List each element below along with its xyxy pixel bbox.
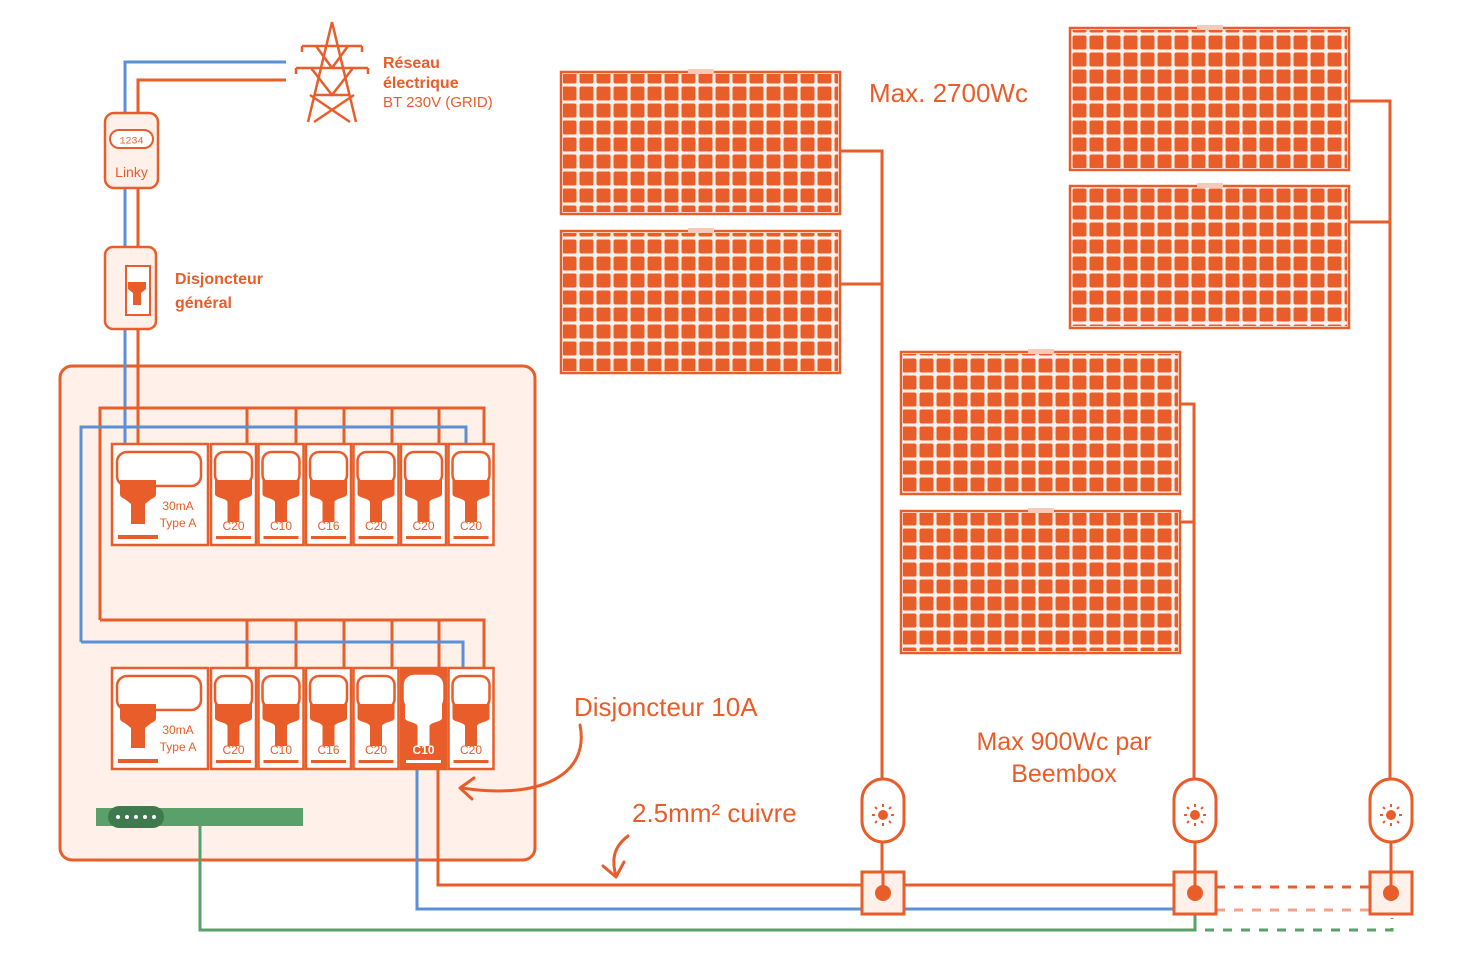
per-box-label-line2: Beembox bbox=[1011, 760, 1117, 788]
breaker-module: C10 bbox=[257, 666, 305, 771]
grid-label-line3: BT 230V (GRID) bbox=[383, 94, 493, 111]
breaker-rating: C20 bbox=[412, 519, 434, 533]
panel-cable-group-3 bbox=[1349, 99, 1392, 780]
breaker-rating: C20 bbox=[222, 743, 244, 757]
breaker-rating: C20 bbox=[460, 519, 482, 533]
differential-type: Type A bbox=[160, 516, 197, 530]
solar-panel bbox=[1068, 183, 1351, 330]
breaker-module: C20 bbox=[209, 442, 258, 547]
grid-label-line1: Réseau bbox=[383, 55, 440, 72]
main-breaker bbox=[103, 245, 158, 331]
sun-icon bbox=[872, 804, 894, 826]
breaker-module: C10 bbox=[257, 442, 305, 547]
breaker-module: C20 bbox=[447, 442, 495, 547]
ac-cable-earth-extension bbox=[1205, 918, 1394, 932]
earth-terminal-screws bbox=[116, 815, 156, 819]
ac-cable-phase bbox=[436, 770, 1180, 887]
grid-wire-blue bbox=[123, 60, 286, 118]
sun-icon bbox=[1184, 804, 1206, 826]
breaker-module: C20 bbox=[352, 442, 400, 547]
breaker-row-2: 30mA Type A bbox=[110, 666, 210, 771]
breaker-module-highlighted: C10 bbox=[399, 666, 448, 771]
breaker-module: C16 bbox=[304, 442, 353, 547]
differential-rating: 30mA bbox=[162, 499, 193, 513]
beembox bbox=[1172, 777, 1218, 916]
solar-panel bbox=[899, 349, 1182, 496]
per-box-label-line1: Max 900Wc par bbox=[976, 728, 1151, 756]
breaker-rating: C10 bbox=[270, 519, 292, 533]
cable-note-arrowhead bbox=[601, 860, 626, 879]
grid-wire-orange bbox=[136, 78, 286, 118]
breaker-rating: C20 bbox=[365, 519, 387, 533]
linky-meter: 1234 Linky bbox=[103, 111, 160, 190]
breaker-module: C20 bbox=[399, 442, 448, 547]
solar-panel bbox=[1068, 25, 1351, 172]
row2-bus-blue bbox=[81, 640, 465, 668]
breaker-note: Disjoncteur 10A bbox=[574, 692, 758, 722]
meter-display: 1234 bbox=[119, 137, 143, 148]
breaker-rating: C10 bbox=[412, 743, 434, 757]
beembox bbox=[860, 777, 906, 916]
breaker-rating: C20 bbox=[222, 519, 244, 533]
ac-cable-earth bbox=[198, 826, 1197, 932]
ac-cable-neutral bbox=[415, 770, 1180, 911]
row2-breakers: C20 C10 C16 C20 C10 C20 bbox=[209, 666, 495, 771]
breaker-module: C16 bbox=[304, 666, 353, 771]
breaker-rating: C16 bbox=[317, 743, 339, 757]
row2-bus-orange bbox=[100, 618, 486, 668]
sun-icon bbox=[1380, 804, 1402, 826]
breaker-row-1: 30mA Type A bbox=[110, 442, 210, 547]
breaker-rating: C20 bbox=[460, 743, 482, 757]
differential-type: Type A bbox=[160, 740, 197, 754]
main-breaker-label-line1: Disjoncteur bbox=[175, 271, 263, 288]
panel-cable-group-1 bbox=[840, 149, 884, 780]
grid-label-line2: électrique bbox=[383, 75, 459, 92]
breaker-rating: C10 bbox=[270, 743, 292, 757]
breaker-rating: C16 bbox=[317, 519, 339, 533]
main-breaker-label-line2: général bbox=[175, 295, 232, 312]
breaker-module: C20 bbox=[209, 666, 258, 771]
breaker-module: C20 bbox=[447, 666, 495, 771]
differential-rating: 30mA bbox=[162, 723, 193, 737]
breaker-rating: C20 bbox=[365, 743, 387, 757]
row1-breakers: C20 C10 C16 C20 C20 C20 bbox=[209, 442, 495, 547]
breaker-note-arrow bbox=[460, 723, 583, 793]
panel-power-label: Max. 2700Wc bbox=[869, 78, 1028, 108]
panel-cable-group-2 bbox=[1180, 402, 1196, 780]
pylon-icon bbox=[294, 21, 370, 124]
cable-note: 2.5mm² cuivre bbox=[632, 798, 797, 828]
solar-panel bbox=[559, 69, 842, 216]
meter-label: Linky bbox=[115, 164, 148, 180]
breaker-note-arrowhead bbox=[458, 776, 476, 801]
cable-note-arrow bbox=[612, 834, 630, 878]
beembox bbox=[1368, 777, 1414, 916]
breaker-module: C20 bbox=[352, 666, 400, 771]
solar-panel bbox=[559, 228, 842, 375]
row1-bus-blue bbox=[79, 425, 468, 642]
solar-panel bbox=[899, 508, 1182, 655]
